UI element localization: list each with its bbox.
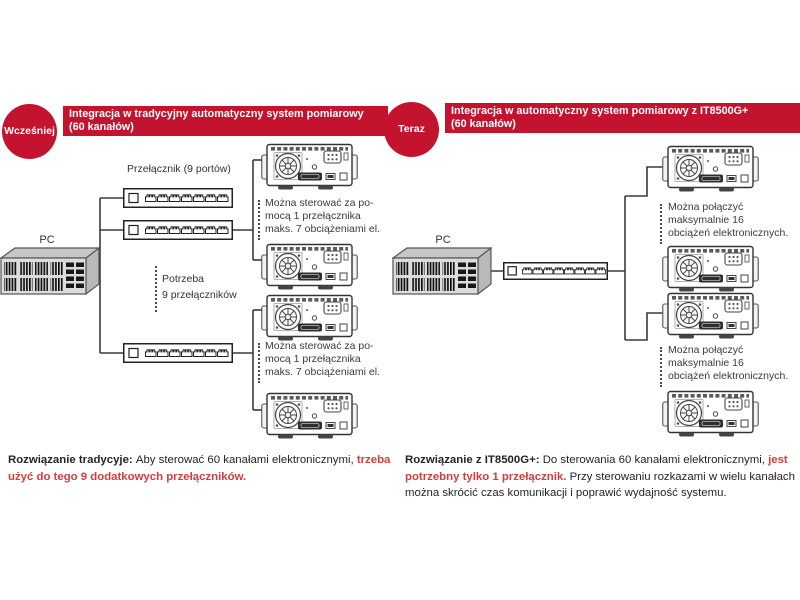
note-line: Można sterować za po- xyxy=(265,197,374,209)
network-switch-icon xyxy=(124,344,233,363)
pc-label-right: PC xyxy=(435,234,451,246)
dotted-ellipsis xyxy=(660,347,662,387)
dotted-ellipsis xyxy=(155,266,157,312)
need-note-line2: 9 przełączników xyxy=(162,289,237,301)
header-right-line2: (60 kanałów) xyxy=(451,118,516,130)
electronic-load-icon xyxy=(662,244,759,292)
note-line: mocą 1 przełącznika xyxy=(265,210,361,223)
header-bar-left: Integracja w tradycyjny automatyczny sys… xyxy=(63,106,388,136)
header-left-line1: Integracja w tradycyjny automatyczny sys… xyxy=(69,108,364,120)
dotted-ellipsis xyxy=(258,343,260,383)
right-connection-lines xyxy=(480,166,663,341)
pc-icon xyxy=(0,247,100,295)
electronic-load-icon xyxy=(662,144,759,192)
pc-label-left: PC xyxy=(39,234,55,246)
dotted-ellipsis xyxy=(258,200,260,240)
note-line: maksymalnie 16 xyxy=(668,357,744,370)
electronic-load-icon xyxy=(662,291,759,339)
switch-label: Przełącznik (9 portów) xyxy=(127,163,231,175)
note-line: obciążeń elektronicznych. xyxy=(668,370,789,383)
load-note-left-1: Można sterować za po- mocą 1 przełącznik… xyxy=(265,197,380,237)
need-note: Potrzeba 9 przełączników xyxy=(162,271,237,303)
network-switch-icon xyxy=(124,189,233,208)
need-note-line1: Potrzeba xyxy=(162,273,205,285)
electronic-load-icon xyxy=(662,389,759,437)
load-note-left-2: Można sterować za po- mocą 1 przełącznik… xyxy=(265,340,380,380)
note-line: Można sterować za po- xyxy=(265,340,374,352)
electronic-load-icon xyxy=(261,142,358,190)
summary-right: Rozwiązanie z IT8500G+: Do sterowania 60… xyxy=(405,454,795,499)
network-switch-icon xyxy=(504,263,608,280)
badge-now: Teraz xyxy=(384,102,439,157)
note-line: mocą 1 przełącznika xyxy=(265,353,361,366)
electronic-load-icon xyxy=(261,391,358,439)
note-line: obciążeń elektronicznych. xyxy=(668,227,789,240)
left-connection-lines xyxy=(90,159,262,411)
note-line: Można połączyć xyxy=(668,344,744,356)
header-right-line1: Integracja w automatyczny system pomiaro… xyxy=(451,105,749,117)
header-left-line2: (60 kanałów) xyxy=(69,121,134,133)
load-note-right-1: Można połączyć maksymalnie 16 obciążeń e… xyxy=(668,201,788,241)
summary-left: Rozwiązanie tradycyje: Aby sterować 60 k… xyxy=(8,454,391,483)
note-line: maks. 7 obciążeniami el. xyxy=(265,223,380,236)
note-line: maksymalnie 16 xyxy=(668,214,744,227)
pc-icon xyxy=(392,247,492,295)
header-bar-right: Integracja w automatyczny system pomiaro… xyxy=(445,103,800,133)
network-switch-icon xyxy=(124,221,233,240)
electronic-load-icon xyxy=(261,293,358,341)
electronic-load-icon xyxy=(261,242,358,290)
badge-before: Wcześniej xyxy=(2,104,57,159)
note-line: Można połączyć xyxy=(668,201,744,213)
dotted-ellipsis xyxy=(660,204,662,244)
note-line: maks. 7 obciążeniami el. xyxy=(265,366,380,379)
load-note-right-2: Można połączyć maksymalnie 16 obciążeń e… xyxy=(668,344,788,384)
